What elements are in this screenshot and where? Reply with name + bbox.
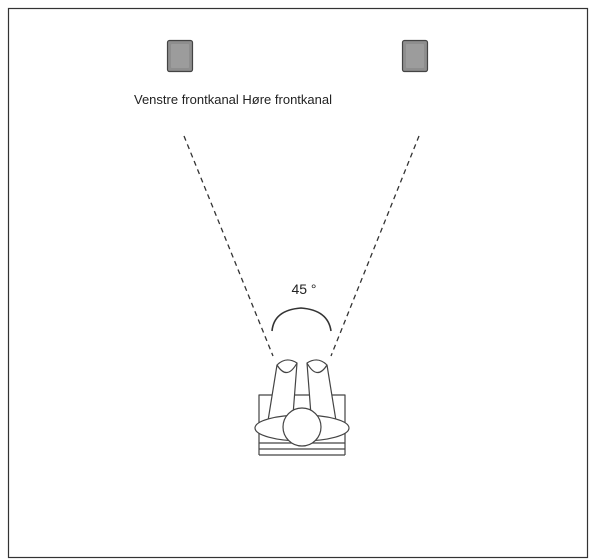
left-speaker-icon [166, 39, 194, 73]
angle-arc [271, 307, 332, 332]
right-speaker-icon [401, 39, 429, 73]
angle-label: 45 ° [291, 281, 316, 297]
speaker-labels: Venstre frontkanal Høre frontkanal [134, 92, 332, 107]
left-dashed-line [183, 135, 274, 357]
room-outline [7, 7, 589, 559]
listener-in-chair-icon [254, 359, 350, 456]
right-dashed-line [330, 135, 420, 357]
